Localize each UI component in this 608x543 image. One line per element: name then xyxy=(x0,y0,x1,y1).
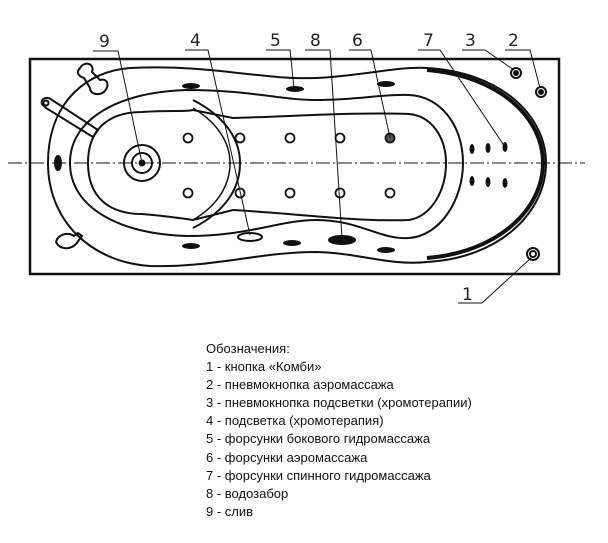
floor-jets xyxy=(182,132,396,199)
callout-7: 7 xyxy=(423,31,434,51)
button-2 xyxy=(535,86,547,98)
headrest-outer xyxy=(192,99,242,229)
legend-item: 9 - слив xyxy=(206,503,254,519)
drain xyxy=(123,144,161,182)
faucet-handle-top xyxy=(76,62,109,96)
button-3 xyxy=(510,67,522,79)
callout-8: 8 xyxy=(310,31,321,51)
legend-item: 2 - пневмокнопка аэромассажа xyxy=(206,377,394,393)
legend: Обозначения: 1 - кнопка «Комби» 2 - пнев… xyxy=(206,340,472,521)
headrest-inner xyxy=(192,107,231,221)
legend-item: 7 - форсунки спинного гидромассажа xyxy=(206,467,431,483)
callout-2: 2 xyxy=(508,31,519,51)
callout-6: 6 xyxy=(352,31,363,51)
tub-outline xyxy=(28,57,561,276)
legend-item: 5 - форсунки бокового гидромассажа xyxy=(206,431,431,447)
bathtub-drawing: 9 4 5 8 6 7 3 2 1 xyxy=(8,31,585,305)
leader-lines xyxy=(93,49,541,304)
legend-item: 8 - водозабор xyxy=(206,485,289,501)
side-jets xyxy=(182,81,395,253)
middle-wall xyxy=(68,88,465,240)
lever-pivot xyxy=(42,99,50,107)
faucet-spout-lever xyxy=(40,96,100,139)
callout-labels: 9 4 5 8 6 7 3 2 1 xyxy=(99,31,519,305)
callout-3: 3 xyxy=(465,31,476,51)
legend-item: 4 - подсветка (хромотерапия) xyxy=(206,413,384,429)
faucet-handle-bottom xyxy=(54,231,84,250)
callout-9: 9 xyxy=(99,32,110,52)
legend-item: 6 - форсунки аэромассажа xyxy=(206,449,368,465)
backrest-rail xyxy=(426,68,546,260)
outer-rim xyxy=(46,66,548,268)
legend-title: Обозначения: xyxy=(206,341,290,356)
inner-floor xyxy=(86,108,448,222)
callout-1: 1 xyxy=(462,285,473,305)
callout-4: 4 xyxy=(190,31,201,51)
back-jets xyxy=(469,142,508,188)
legend-item: 1 - кнопка «Комби» xyxy=(206,359,322,375)
legend-item: 3 - пневмокнопка подсветки (хромотерапии… xyxy=(206,395,472,411)
callout-5: 5 xyxy=(270,31,281,51)
button-1 xyxy=(526,247,540,261)
overflow-slot xyxy=(54,155,62,171)
